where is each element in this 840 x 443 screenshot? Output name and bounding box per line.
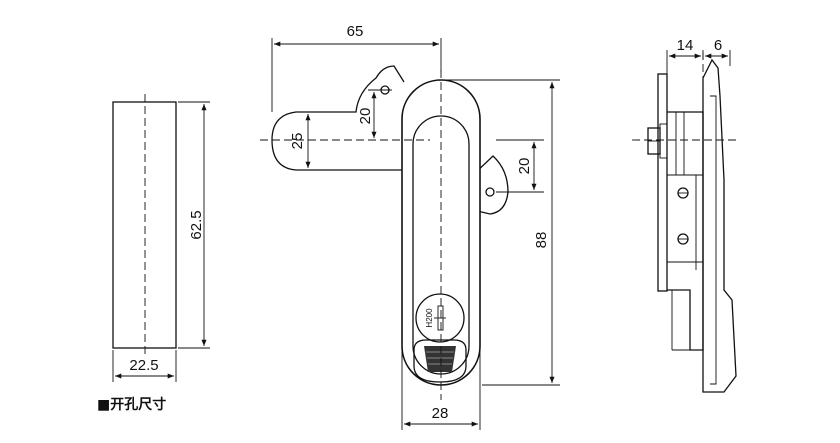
cutout-width-label: 22.5	[129, 357, 158, 374]
push-button	[413, 339, 467, 383]
model-mark: H200	[425, 308, 434, 328]
lower-pivot-hole	[485, 187, 495, 197]
cam-arm	[271, 65, 405, 171]
cutout-rect	[112, 101, 177, 349]
cutout-height-label: 62.5	[188, 210, 205, 239]
front-view: H200 65 25 20 20 88	[260, 23, 560, 430]
overall-width-label: 65	[347, 23, 364, 40]
cutout-caption: ■开孔尺寸	[97, 396, 166, 413]
mounting-plate	[657, 73, 668, 292]
lock-cylinder	[415, 293, 465, 343]
side-view: 14 6	[632, 37, 740, 393]
handle-side-profile	[702, 58, 737, 393]
lower-pivot-label: 20	[516, 158, 533, 175]
cam-offset-label: 25	[289, 133, 306, 150]
overall-height-label: 88	[533, 232, 550, 249]
side-thickness-label: 6	[714, 37, 722, 54]
upper-pivot-label: 20	[357, 108, 374, 125]
side-depth-label: 14	[677, 37, 694, 54]
button-grip	[424, 346, 456, 372]
cutout-view: 62.5 22.5 ■开孔尺寸	[97, 94, 210, 413]
handle-width-label: 28	[432, 405, 449, 422]
